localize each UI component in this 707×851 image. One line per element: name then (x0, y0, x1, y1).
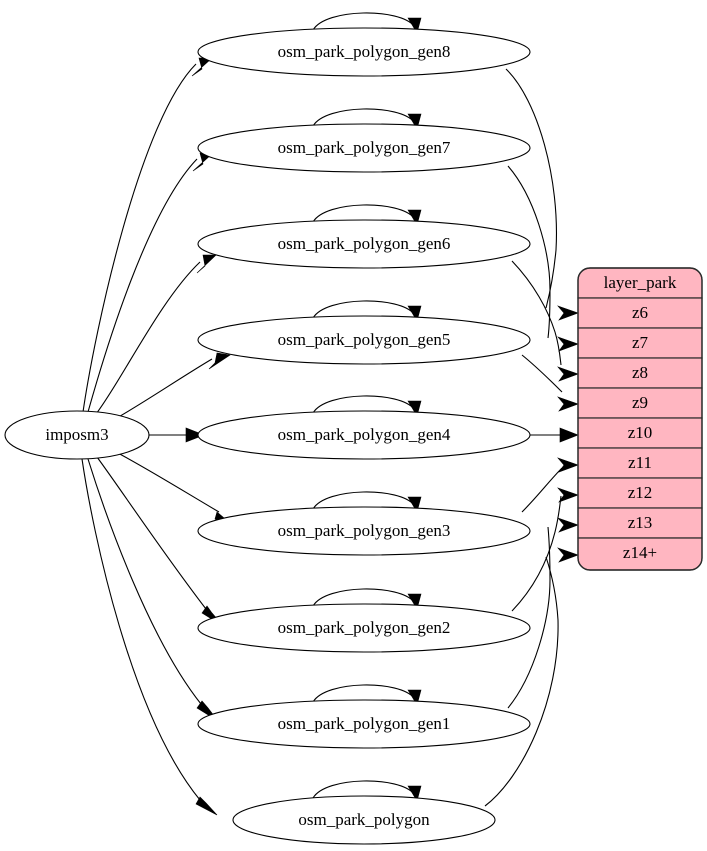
edge-gen7-to-z7 (507, 165, 551, 339)
edge-imposm3-to-gen3 (115, 451, 220, 513)
gen1-label: osm_park_polygon_gen1 (278, 714, 451, 733)
layer-park-label-z6: z6 (632, 303, 648, 322)
layer-park-header-label: layer_park (604, 273, 677, 292)
arrowhead-z7 (557, 336, 579, 352)
self-loop-gen3 (312, 491, 415, 510)
edge-gen2-to-z12 (511, 495, 562, 612)
base-ellipse[interactable] (232, 795, 496, 845)
gen7-ellipse[interactable] (197, 123, 531, 173)
self-loop-gen2 (312, 588, 415, 607)
self-loop-gen7 (312, 108, 415, 127)
gen5-ellipse[interactable] (197, 315, 531, 365)
gen3-ellipse[interactable] (197, 506, 531, 556)
gen7-label: osm_park_polygon_gen7 (278, 138, 451, 157)
edge-base-to-z14 (484, 556, 559, 807)
arrowhead-z9 (557, 396, 579, 412)
node-base[interactable]: osm_park_polygon (232, 795, 496, 845)
edge-gen5-to-z9 (521, 354, 563, 393)
edge-gen1-to-z13 (507, 526, 551, 709)
layer-park-label-z8: z8 (632, 363, 648, 382)
layer-park-row-z7[interactable] (577, 327, 703, 359)
gen2-ellipse[interactable] (197, 603, 531, 653)
arrowhead-gen5 (208, 352, 231, 370)
layer-park-label-z10: z10 (628, 423, 653, 442)
arrowhead-z6 (557, 305, 579, 321)
arrowhead-gen7 (192, 152, 214, 172)
gen5-label: osm_park_polygon_gen5 (278, 330, 451, 349)
edge-gen3-to-z11 (521, 467, 563, 513)
self-loop-gen5 (312, 300, 415, 319)
layer-park-outer-border (577, 267, 703, 571)
edge-imposm3-to-gen8 (82, 63, 197, 413)
gen2-label: osm_park_polygon_gen2 (278, 618, 451, 637)
layer-park-row-z12[interactable] (577, 477, 703, 509)
gen8-label: osm_park_polygon_gen8 (278, 42, 451, 61)
edge-imposm3-to-gen2 (96, 456, 207, 610)
gen6-ellipse[interactable] (197, 219, 531, 269)
node-gen6[interactable]: osm_park_polygon_gen6 (197, 219, 531, 269)
gen4-ellipse[interactable] (197, 410, 531, 460)
arrowhead-base (195, 796, 218, 816)
self-loop-gen8 (312, 12, 415, 31)
arrowhead-z12 (557, 487, 579, 503)
layer-park-label-z13: z13 (628, 513, 653, 532)
layer-park-label-z9: z9 (632, 393, 648, 412)
self-loop-gen6 (312, 204, 415, 223)
arrowhead-group-table (557, 305, 579, 563)
node-imposm3[interactable]: imposm3 (4, 410, 150, 460)
edge-group-source-to-nodes (81, 63, 220, 801)
gen1-ellipse[interactable] (197, 699, 531, 749)
self-loop-arrowhead-base (407, 785, 422, 802)
arrowhead-z13 (557, 517, 579, 533)
node-gen2[interactable]: osm_park_polygon_gen2 (197, 603, 531, 653)
node-gen1[interactable]: osm_park_polygon_gen1 (197, 699, 531, 749)
base-label: osm_park_polygon (298, 810, 430, 829)
arrowhead-gen4 (185, 427, 205, 443)
edge-imposm3-to-gen5 (114, 358, 213, 420)
gen6-label: osm_park_polygon_gen6 (278, 234, 451, 253)
imposm3-label: imposm3 (45, 425, 108, 444)
node-gen8[interactable]: osm_park_polygon_gen8 (197, 27, 531, 77)
edge-imposm3-to-gen6 (95, 261, 201, 415)
node-gen5[interactable]: osm_park_polygon_gen5 (197, 315, 531, 365)
gen8-ellipse[interactable] (197, 27, 531, 77)
edge-imposm3-to-base (81, 458, 201, 801)
layer-park-label-z14: z14+ (623, 543, 657, 562)
self-loop-base (312, 780, 415, 799)
self-loop-gen4 (312, 395, 415, 414)
self-loop-gen1 (312, 684, 415, 703)
node-gen4[interactable]: osm_park_polygon_gen4 (197, 410, 531, 460)
node-layer-park-table[interactable]: layer_park z6 z7 z8 z9 z10 z11 z12 z13 z… (577, 267, 703, 571)
arrowhead-z14 (557, 547, 579, 563)
edge-imposm3-to-gen1 (87, 458, 202, 705)
edge-imposm3-to-gen7 (87, 158, 198, 413)
imposm3-ellipse[interactable] (4, 410, 150, 460)
layer-park-label-z12: z12 (628, 483, 653, 502)
arrowhead-z8 (557, 366, 579, 382)
arrowhead-gen8 (191, 57, 213, 77)
node-gen3[interactable]: osm_park_polygon_gen3 (197, 506, 531, 556)
node-gen7[interactable]: osm_park_polygon_gen7 (197, 123, 531, 173)
arrowhead-gen6 (196, 254, 217, 274)
gen3-label: osm_park_polygon_gen3 (278, 521, 451, 540)
arrowhead-z10 (559, 427, 579, 443)
layer-park-row-z9[interactable] (577, 387, 703, 419)
layer-park-label-z7: z7 (632, 333, 649, 352)
gen4-label: osm_park_polygon_gen4 (278, 425, 451, 444)
edge-gen6-to-z8 (511, 260, 562, 366)
arrowhead-z11 (557, 457, 579, 473)
edge-group-nodes-to-table (484, 68, 563, 807)
layer-park-label-z11: z11 (628, 453, 652, 472)
